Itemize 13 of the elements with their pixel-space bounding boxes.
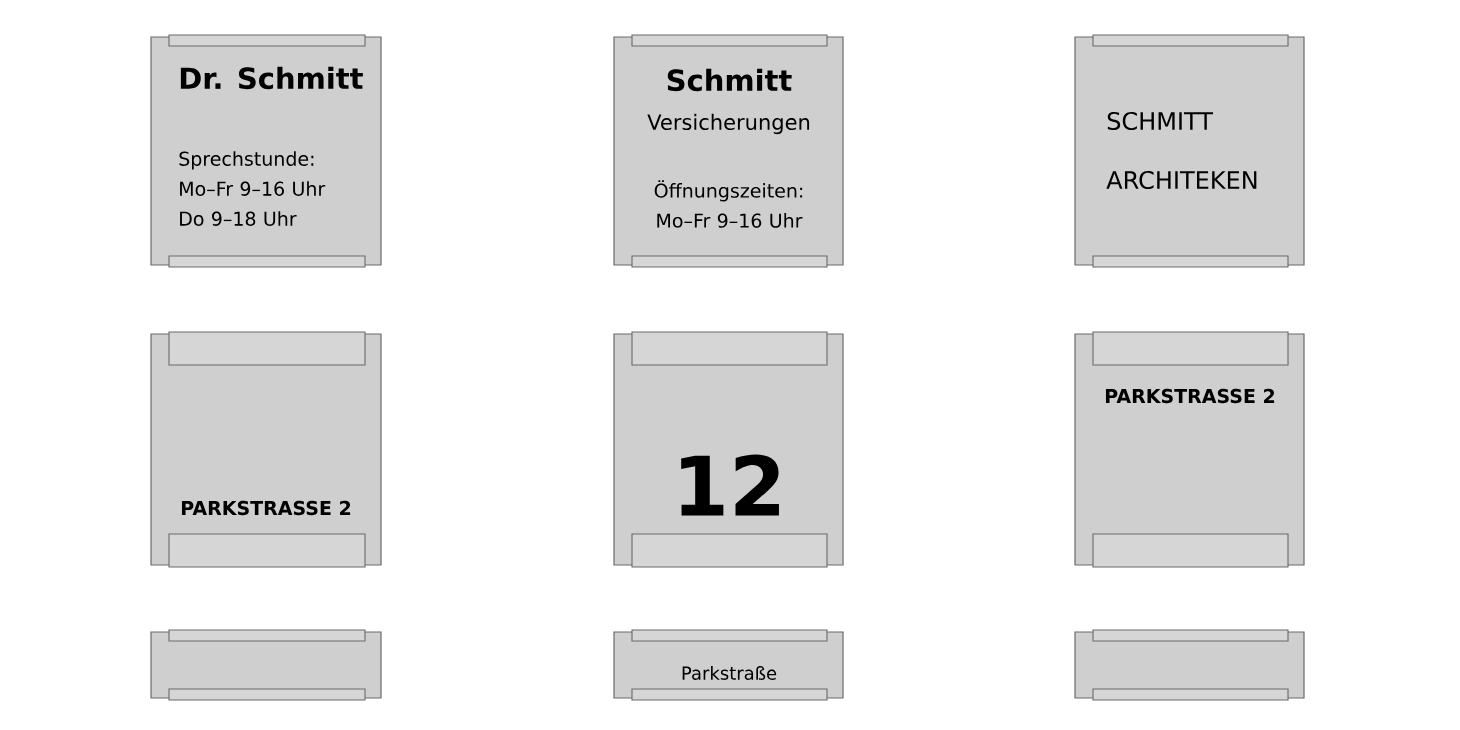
sign-text: Sprechstunde: Mo–Fr 9–16 Uhr Do 9–18 Uhr <box>179 151 326 226</box>
sign-text: PARKSTRASSE 2 <box>1105 388 1275 404</box>
sign-text: SCHMITT <box>1107 111 1213 131</box>
sign-text: Schmitt <box>667 68 792 92</box>
sign-text: Parkstraße <box>682 666 777 680</box>
sign-plate <box>150 629 382 701</box>
sign-text: Dr. Schmitt <box>180 66 363 90</box>
sign-text: Versicherungen <box>647 113 810 135</box>
sign-text: PARKSTRASSE 2 <box>182 500 351 516</box>
sign-text: Öffnungszeiten: Mo–Fr 9–16 Uhr <box>654 180 803 228</box>
sign-text: ARCHITEKEN <box>1106 170 1257 190</box>
sign-plate <box>1074 629 1305 701</box>
sign-text: 12 <box>681 454 779 516</box>
